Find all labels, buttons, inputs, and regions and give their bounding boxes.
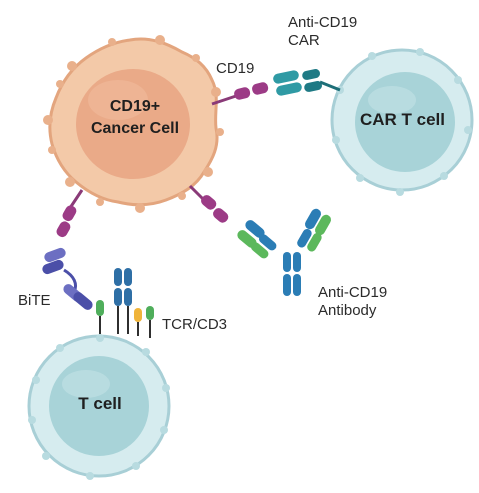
anti-cd19-car-label-line2: CAR: [288, 32, 320, 49]
car-t-cell: [330, 48, 474, 196]
cd19-domain-right-2: [252, 82, 269, 95]
anti-cd19-antibody-label: Anti-CD19 Antibody: [318, 284, 387, 320]
anti-cd19-antibody-label-line1: Anti-CD19: [318, 284, 388, 301]
cancer-cell-label: CD19+ Cancer Cell: [80, 96, 190, 140]
cd19-label: CD19: [216, 60, 255, 77]
cd19-bite-connection: [56, 189, 84, 238]
tcr-cd3-label: TCR/CD3: [162, 316, 228, 333]
t-cell-ruffles: [28, 334, 170, 480]
anti-cd19-antibody-label-line2: Antibody: [318, 302, 377, 319]
car-t-cell-ruffles: [332, 48, 472, 196]
cancer-cell: [43, 35, 224, 213]
cd19-domain-lower-2: [213, 208, 229, 223]
cancer-cell-label-line2: Cancer Cell: [90, 120, 180, 137]
t-cell: [27, 334, 171, 480]
cancer-cell-ruffles: [43, 35, 224, 213]
cancer-cell-nucleus-highlight: [88, 80, 148, 120]
anti-cd19-car-label: Anti-CD19 CAR: [288, 14, 357, 50]
car-t-cell-label: CAR T cell: [359, 110, 446, 129]
cd19-domain-left-2: [56, 221, 71, 238]
anti-cd19-car-receptor: [273, 69, 341, 96]
bite-molecule: [42, 247, 93, 310]
anti-cd19-car-label-line1: Anti-CD19: [288, 14, 358, 31]
t-cell-nucleus-highlight: [62, 370, 110, 398]
cd19-domain-lower-1: [201, 195, 217, 210]
tcr-cd3-complex: [96, 268, 154, 338]
t-cell-label: T cell: [78, 394, 122, 413]
cd19-stalk-left: [68, 189, 84, 209]
cd19-domain-left-1: [62, 205, 77, 222]
cancer-cell-label-line1: CD19+: [109, 98, 161, 115]
anti-cd19-antibody: [237, 208, 331, 296]
bite-label: BiTE: [18, 292, 51, 309]
cd19-domain-right-1: [234, 87, 251, 100]
cd19-antibody-connection: [188, 184, 229, 223]
cd19-stalk-right: [211, 94, 237, 106]
cd19-car-connection: [211, 69, 341, 106]
car-t-cell-nucleus-highlight: [368, 86, 416, 114]
